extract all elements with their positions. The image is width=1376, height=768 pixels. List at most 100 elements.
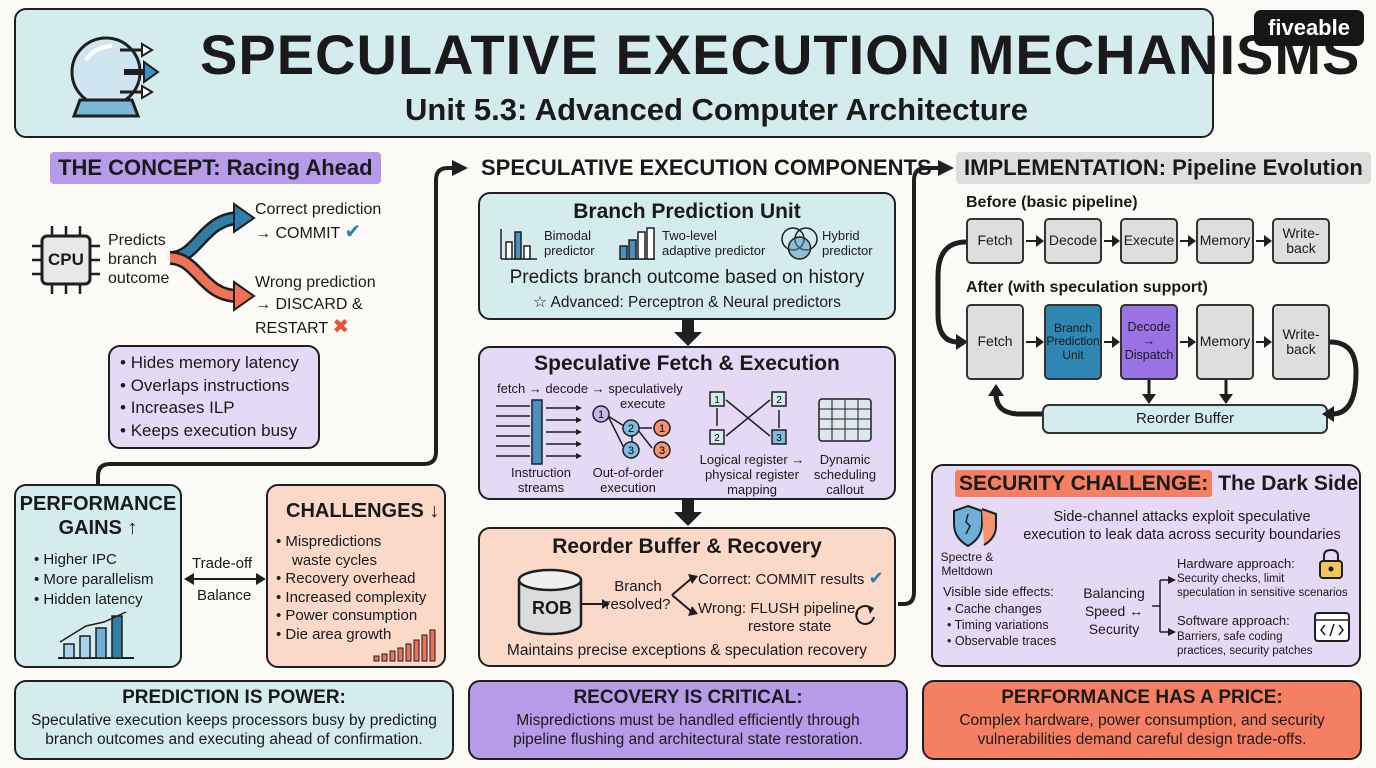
- hybrid-venn-icon: [781, 227, 818, 260]
- correct-line: Correct prediction: [255, 201, 382, 218]
- rob-loop-arrows: [988, 339, 1359, 422]
- challenge-item-continuation: waste cycles: [292, 551, 378, 569]
- rob-label: ROB: [532, 598, 572, 618]
- performance-list: Higher IPC More parallelism Hidden laten…: [34, 550, 153, 610]
- benefits-box: Hides memory latency Overlaps instructio…: [108, 345, 320, 449]
- benefit-item: Hides memory latency: [120, 352, 308, 375]
- sched-line: scheduling: [813, 467, 877, 482]
- bpu-advanced: ☆ Advanced: Perceptron & Neural predicto…: [478, 293, 896, 312]
- spectre-line: Meltdown: [941, 564, 993, 578]
- svg-text:1: 1: [714, 395, 720, 406]
- svg-text:3: 3: [628, 445, 634, 457]
- branch-split-arrows: [169, 202, 256, 312]
- visible-item: Cache changes: [947, 601, 1056, 617]
- before-writeback: Write-back: [1272, 218, 1330, 264]
- challenge-item-continued: waste cycles: [276, 552, 426, 571]
- cpu-label: CPU: [48, 250, 84, 269]
- rob-title: Reorder Buffer & Recovery: [552, 535, 822, 558]
- footer-line: Mispredictions must be handled efficient…: [516, 712, 860, 729]
- regmap-line: physical register: [705, 467, 799, 482]
- resolve-fork-arrows: [671, 574, 698, 616]
- footer-line: vulnerabilities demand careful design tr…: [977, 731, 1307, 748]
- after-dispatch: Decode → Dispatch: [1120, 304, 1178, 380]
- shield-icon: [953, 504, 997, 548]
- after-writeback: Write-back: [1272, 304, 1330, 380]
- regmap-label: Logical register → physical register map…: [696, 452, 808, 497]
- page-title: SPECULATIVE EXECUTION MECHANISMS: [200, 23, 1361, 86]
- hybrid-line: predictor: [822, 243, 873, 258]
- check-icon: ✔: [344, 221, 362, 243]
- title-banner: [14, 8, 1214, 138]
- before-label: Before (basic pipeline): [966, 194, 1138, 211]
- concept-header: THE CONCEPT: Racing Ahead: [50, 152, 381, 184]
- security-desc-line: Side-channel attacks exploit speculative: [1053, 509, 1311, 525]
- balancing-line: Speed ↔: [1084, 603, 1144, 619]
- twolevel-line: adaptive predictor: [662, 243, 766, 258]
- register-mapping-icon: 1 2 2 3: [709, 391, 787, 445]
- predicts-line: branch: [108, 251, 157, 268]
- svg-text:1: 1: [659, 423, 665, 435]
- tradeoff-label: Trade-off: [192, 555, 253, 572]
- visible-item: Timing variations: [947, 617, 1056, 633]
- brand-logo[interactable]: fiveable: [1254, 10, 1364, 46]
- before-fetch: Fetch: [966, 218, 1024, 264]
- hw-desc-line: Security checks, limit: [1177, 573, 1285, 585]
- tradeoff-arrow: [184, 573, 266, 585]
- sw-title: Software approach:: [1177, 613, 1290, 628]
- connector-arrow-1: [96, 160, 468, 484]
- resolved-line: Branch: [614, 578, 662, 595]
- rob-desc: Maintains precise exceptions & speculati…: [506, 642, 868, 659]
- streams-line: Instruction: [511, 465, 571, 480]
- hybrid-line: Hybrid: [822, 228, 860, 243]
- performance-title-line: GAINS ↑: [58, 517, 138, 539]
- svg-text:2: 2: [714, 433, 720, 444]
- wrong-line: → DISCARD &: [255, 296, 363, 313]
- after-label: After (with speculation support): [966, 279, 1208, 296]
- performance-item: More parallelism: [34, 570, 153, 590]
- footer-recovery-text: Mispredictions must be handled efficient…: [468, 711, 908, 749]
- challenge-item: Power consumption: [276, 607, 426, 626]
- footer-price-title: PERFORMANCE HAS A PRICE:: [1001, 687, 1283, 708]
- svg-text:1: 1: [598, 409, 604, 421]
- rob-correct-text: Correct: COMMIT results: [698, 571, 865, 588]
- twolevel-chart-icon: [619, 227, 655, 260]
- ooo-line: Out-of-order: [592, 465, 664, 480]
- balancing-line: Security: [1088, 621, 1140, 637]
- ooo-line: execution: [600, 480, 656, 495]
- fetch-title: Speculative Fetch & Execution: [534, 352, 840, 375]
- hw-title: Hardware approach:: [1177, 556, 1295, 571]
- bpu-title: Branch Prediction Unit: [573, 200, 801, 223]
- security-header-text: The Dark Side: [1218, 472, 1359, 495]
- footer-prediction-text: Speculative execution keeps processors b…: [14, 711, 454, 749]
- cpu-icon: [32, 226, 100, 294]
- benefit-item: Overlaps instructions: [120, 375, 308, 398]
- regmap-line: mapping: [727, 482, 777, 497]
- sched-line: Dynamic: [819, 452, 871, 467]
- spectre-label: Spectre & Meltdown: [937, 550, 997, 578]
- rob-cylinder-icon: [517, 568, 583, 636]
- fetch-flow-line1: fetch → decode → speculatively: [497, 381, 683, 396]
- down-arrow-2: [674, 500, 702, 526]
- rob-feed-arrows: [1142, 380, 1233, 404]
- spectre-line: Spectre &: [940, 550, 994, 564]
- before-to-after-arrow: [935, 239, 968, 350]
- before-arrows: [1026, 235, 1272, 247]
- twolevel-label: Two-level adaptive predictor: [662, 228, 765, 258]
- connector-arrow-2: [898, 160, 954, 606]
- hw-desc: Security checks, limit speculation in se…: [1177, 572, 1348, 600]
- svg-text:2: 2: [628, 423, 634, 435]
- svg-text:2: 2: [776, 395, 782, 406]
- challenge-item: Die area growth: [276, 626, 426, 645]
- balancing-label: Balancing Speed ↔ Security: [1078, 584, 1150, 638]
- svg-text:3: 3: [776, 433, 782, 444]
- challenges-list: Mispredictions waste cycles Recovery ove…: [276, 533, 426, 644]
- performance-title: PERFORMANCE GAINS ↑: [14, 492, 182, 540]
- challenges-title: CHALLENGES ↓: [286, 500, 440, 522]
- after-rob-label: Reorder Buffer: [1135, 410, 1235, 427]
- page-subtitle: Unit 5.3: Advanced Computer Architecture: [405, 92, 1028, 127]
- visible-title: Visible side effects:: [943, 584, 1054, 599]
- fetch-flow-line2: execute: [620, 396, 666, 411]
- security-header-highlight: SECURITY CHALLENGE:: [955, 470, 1213, 497]
- footer-line: branch outcomes and executing ahead of c…: [45, 731, 423, 748]
- footer-recovery-title: RECOVERY IS CRITICAL:: [573, 687, 803, 708]
